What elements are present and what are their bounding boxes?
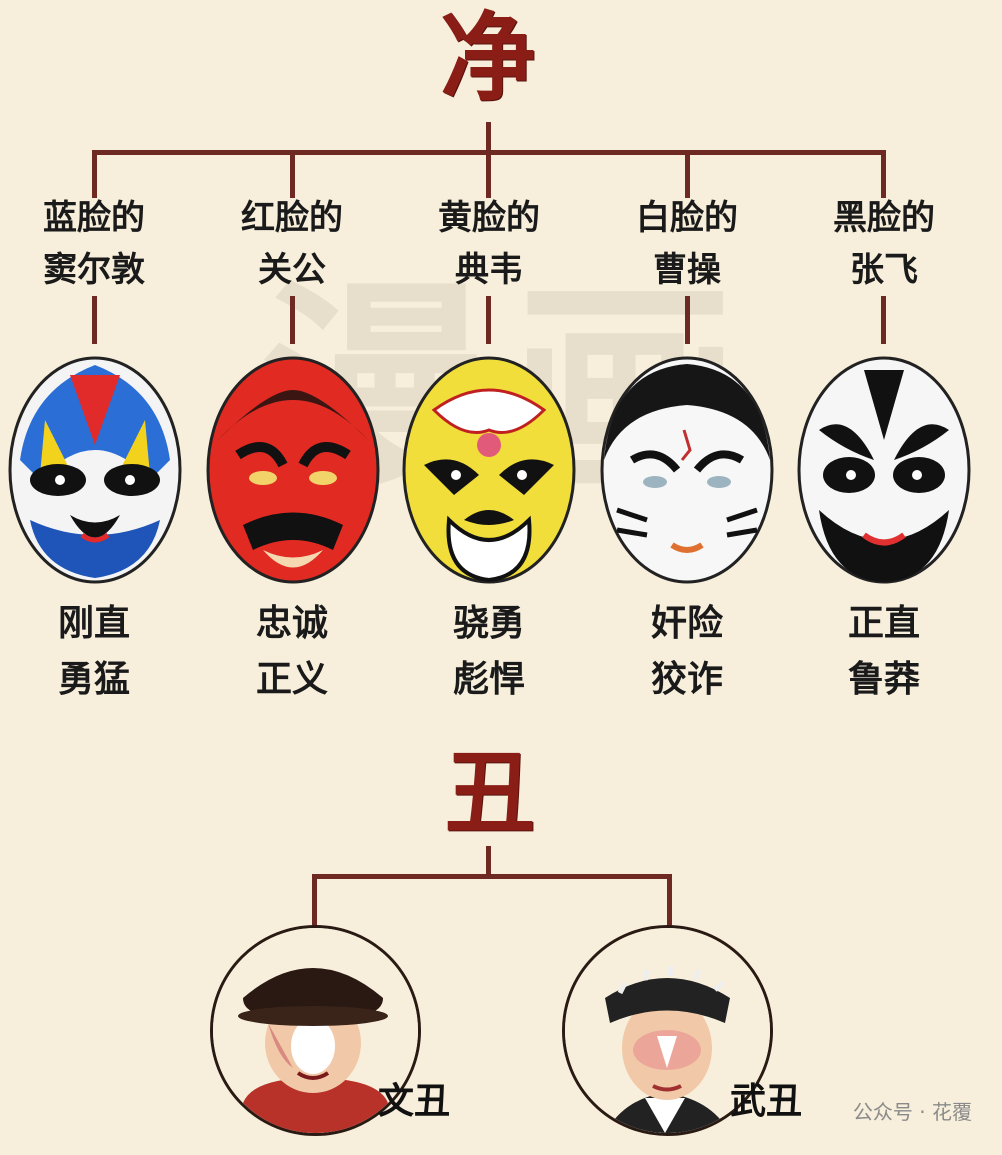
yellow-opera-mask-icon (394, 350, 584, 590)
chou-drop-2 (667, 874, 672, 926)
role-trait-2: 狡诈 (650, 659, 723, 700)
role-character-name: 典韦 (455, 250, 523, 290)
chou-trunk-line (486, 846, 491, 878)
role-trait-1: 忠诚 (255, 603, 328, 644)
role-trait-2: 鲁莽 (847, 659, 920, 700)
red-opera-mask-icon (198, 350, 388, 590)
role-color-label: 黑脸的 (833, 198, 935, 238)
role-trait-2: 彪悍 (452, 659, 525, 700)
jing-drop-5 (881, 150, 886, 198)
martial-clown-portrait-icon (562, 925, 773, 1136)
source-watermark: 公众号 · 花覆 (852, 1100, 972, 1124)
civil-clown-label: 文丑 (378, 1081, 451, 1122)
jing-connector-3 (486, 296, 491, 344)
role-color-label: 红脸的 (241, 198, 343, 238)
jing-connector-5 (881, 296, 886, 344)
role-character-name: 曹操 (653, 250, 721, 290)
chou-drop-1 (312, 874, 317, 926)
role-color-label: 蓝脸的 (43, 198, 145, 238)
jing-drop-1 (92, 150, 97, 198)
jing-title: 净 (440, 1, 536, 114)
role-character-name: 窦尔敦 (43, 250, 145, 290)
black-opera-mask-icon (789, 350, 979, 590)
civil-clown-portrait-icon (210, 925, 421, 1136)
role-trait-1: 刚直 (57, 603, 130, 644)
jing-drop-2 (290, 150, 295, 198)
jing-connector-4 (685, 296, 690, 344)
jing-connector-1 (92, 296, 97, 344)
blue-opera-mask-icon (0, 350, 190, 590)
role-color-label: 黄脸的 (438, 198, 540, 238)
jing-drop-4 (685, 150, 690, 198)
chou-title: 丑 (445, 740, 535, 846)
role-character-name: 张飞 (850, 250, 918, 290)
role-character-name: 关公 (258, 250, 326, 290)
role-trait-1: 奸险 (650, 603, 723, 644)
role-trait-2: 勇猛 (57, 659, 130, 700)
jing-trunk-line (486, 122, 491, 154)
white-opera-mask-icon (592, 350, 782, 590)
jing-drop-3 (486, 150, 491, 198)
role-trait-1: 骁勇 (452, 603, 525, 644)
jing-connector-2 (290, 296, 295, 344)
role-trait-2: 正义 (255, 659, 328, 700)
martial-clown-label: 武丑 (730, 1081, 803, 1122)
role-color-label: 白脸的 (636, 198, 738, 238)
role-trait-1: 正直 (847, 603, 920, 644)
chou-branch-line (312, 874, 672, 879)
